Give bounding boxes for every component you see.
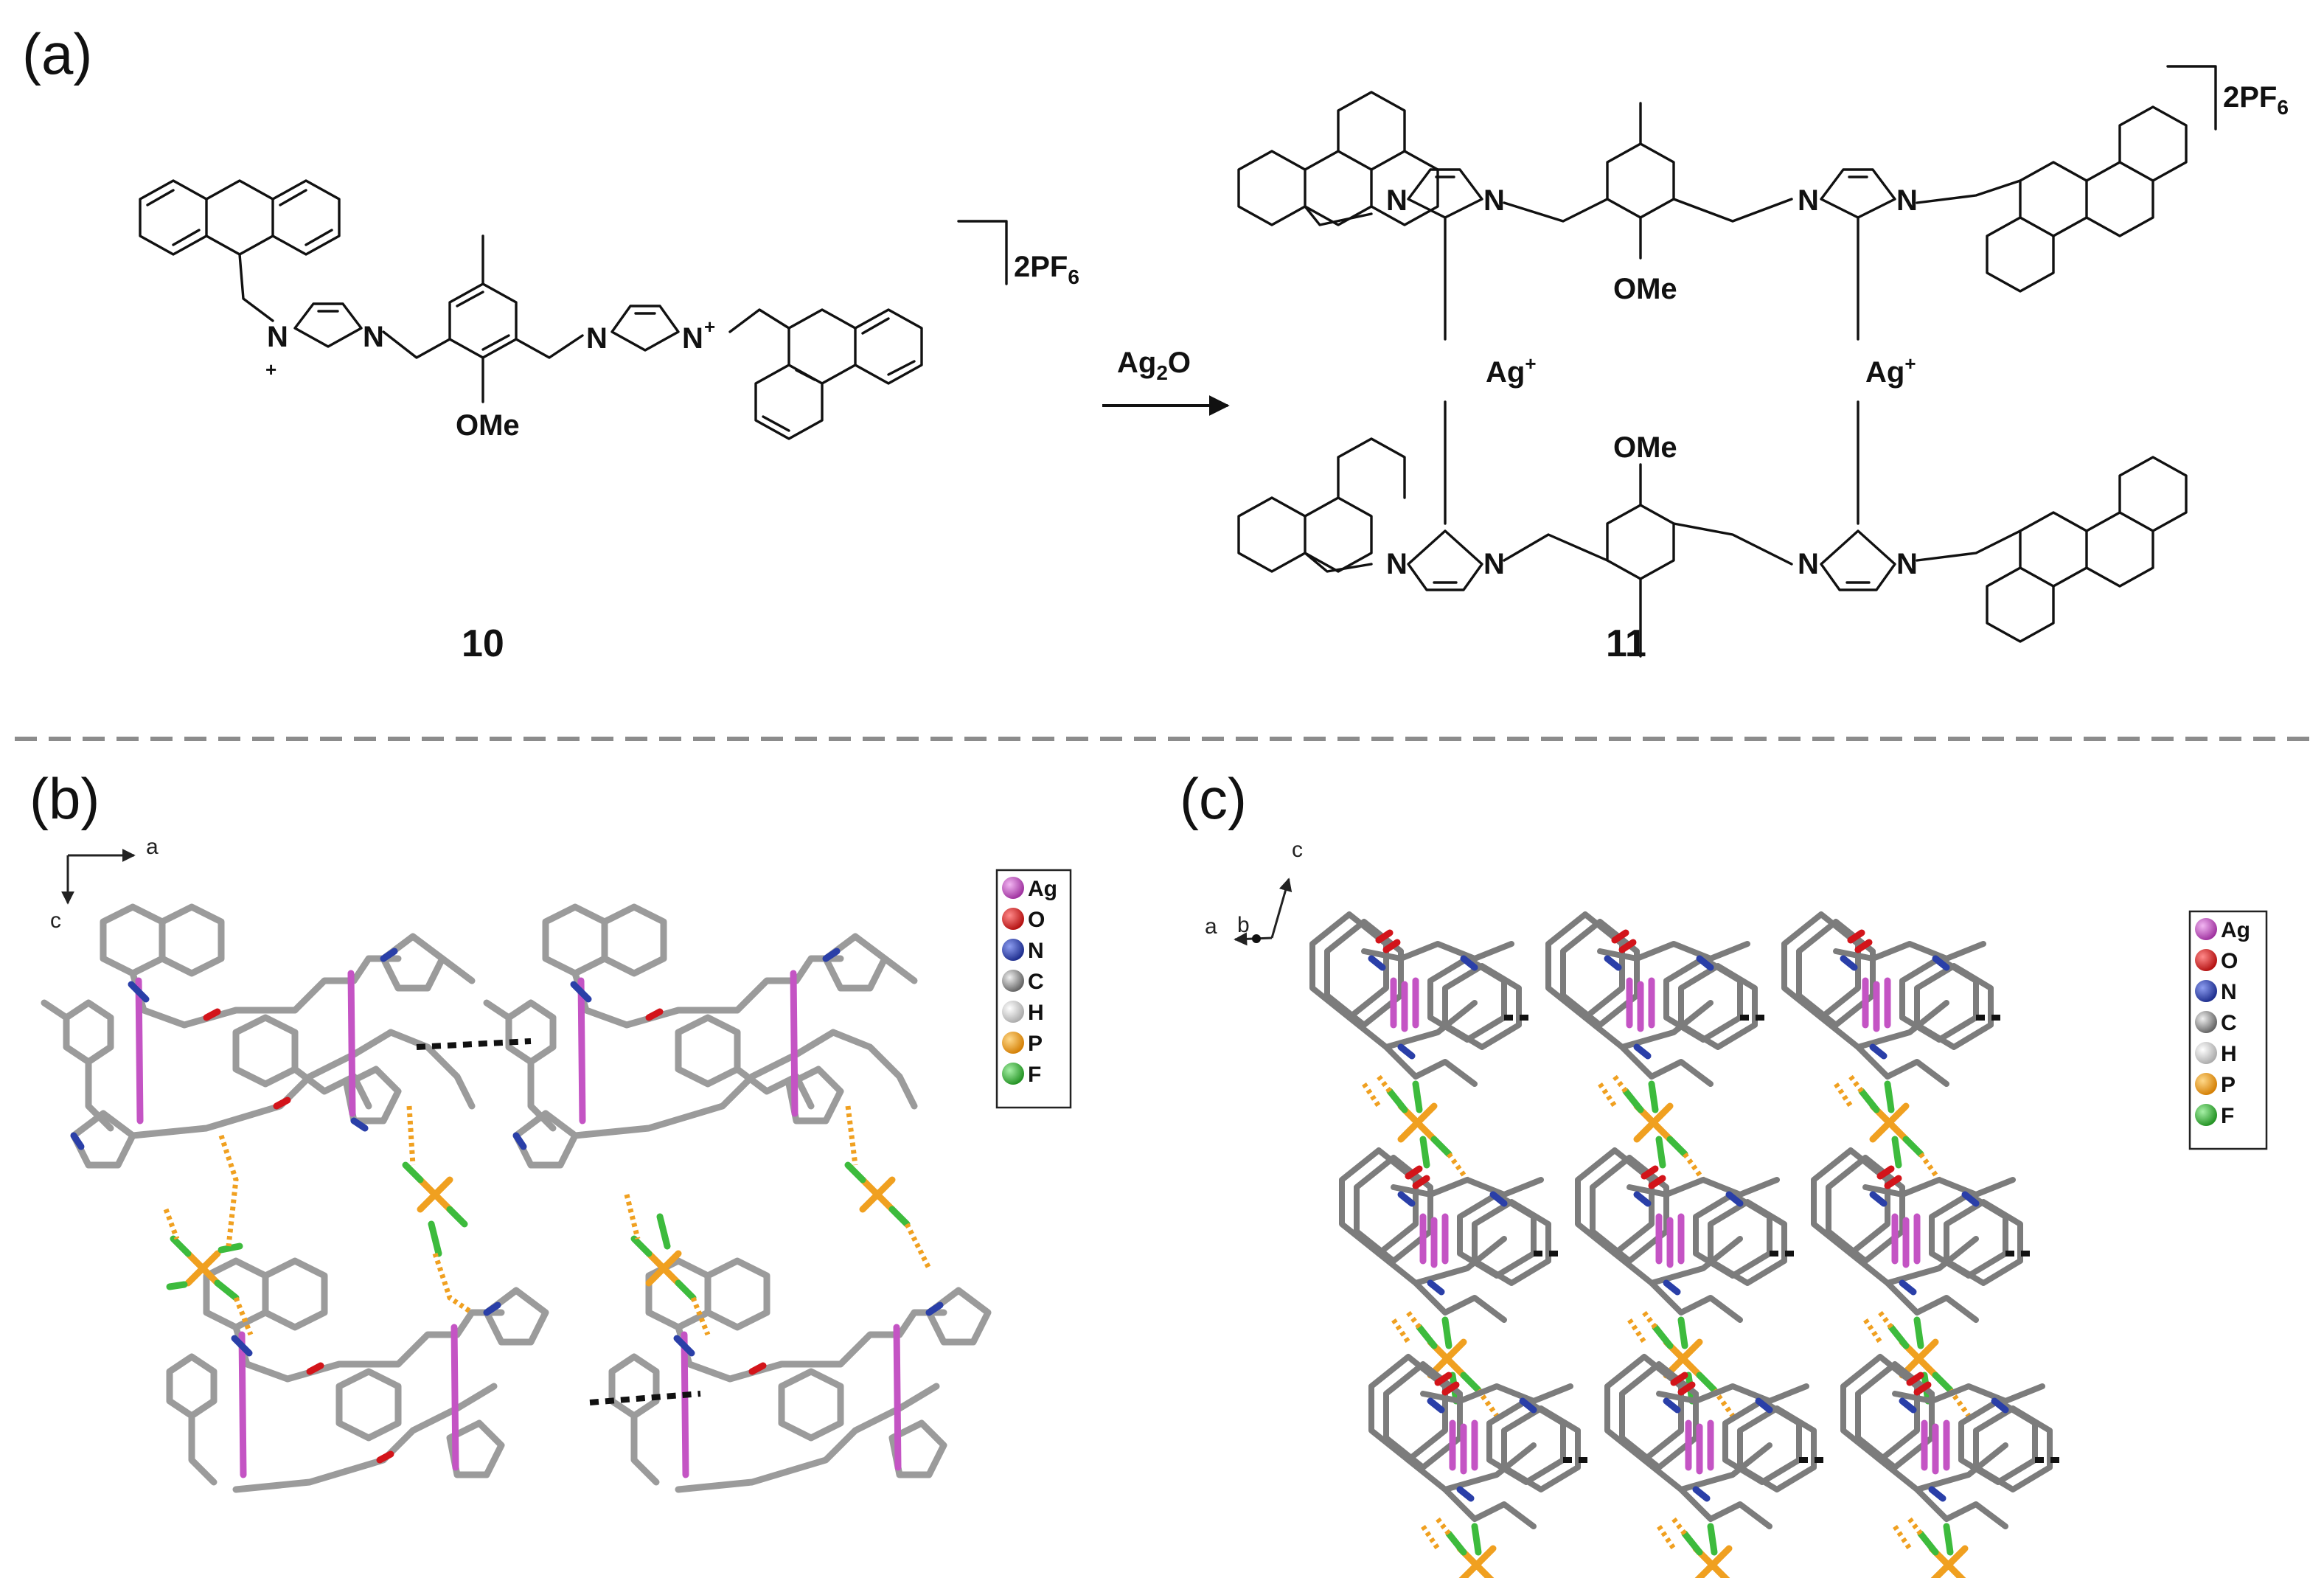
legend-b-h-label: H	[1028, 1001, 1044, 1025]
product-n-1: N	[1386, 184, 1408, 217]
legend-c-c-swatch	[2195, 1011, 2217, 1033]
reactant-n-plus-1: N	[267, 321, 288, 353]
panel-c-legend	[2188, 910, 2268, 1150]
legend-c-h-label: H	[2221, 1042, 2237, 1066]
compound-10-label: 10	[462, 622, 504, 665]
reactant-10-structure	[139, 179, 1008, 440]
legend-c-o-swatch	[2195, 949, 2217, 971]
product-n-2: N	[1483, 184, 1505, 217]
legend-c-ag-swatch	[2195, 918, 2217, 940]
legend-b-o-label: O	[1028, 908, 1045, 932]
reactant-substituent: OMe	[456, 409, 520, 442]
legend-b-n-label: N	[1028, 939, 1044, 963]
legend-c-c-label: C	[2221, 1011, 2237, 1035]
product-counterion: 2PF6	[2223, 81, 2289, 119]
legend-b-c-swatch	[1002, 970, 1024, 992]
product-substituent-bottom: OMe	[1613, 431, 1677, 464]
product-n-7: N	[1798, 548, 1819, 580]
reactant-counterion: 2PF6	[1014, 251, 1079, 288]
panel-b-legend	[995, 869, 1072, 1109]
legend-b-ag-swatch	[1002, 877, 1024, 899]
panel-b-axis-c: c	[50, 908, 61, 933]
legend-c-ag-label: Ag	[2221, 918, 2250, 942]
panel-a-label: (a)	[22, 21, 92, 86]
panel-b-axis-a: a	[146, 835, 159, 859]
legend-c-p-label: P	[2221, 1073, 2236, 1097]
product-metal-right: Ag+	[1865, 352, 1916, 389]
panel-b-label: (b)	[29, 766, 100, 831]
legend-c-p-swatch	[2195, 1073, 2217, 1095]
panel-c-crystal-structure	[1309, 914, 2064, 1578]
reactant-n-2: N	[586, 322, 608, 355]
product-n-8: N	[1896, 548, 1918, 580]
reactant-plus-1: +	[265, 358, 276, 380]
product-n-5: N	[1386, 548, 1408, 580]
legend-c-f-label: F	[2221, 1104, 2234, 1128]
legend-b-f-swatch	[1002, 1063, 1024, 1085]
panel-b-crystal-structure	[41, 903, 992, 1493]
legend-b-o-swatch	[1002, 908, 1024, 930]
product-metal-left: Ag+	[1486, 352, 1537, 389]
panel-b-axes	[61, 849, 136, 905]
product-n-3: N	[1798, 184, 1819, 217]
legend-b-p-swatch	[1002, 1032, 1024, 1054]
panel-c-axis-a: a	[1205, 914, 1217, 939]
legend-b-n-swatch	[1002, 939, 1024, 961]
legend-c-n-swatch	[2195, 980, 2217, 1002]
panel-c-axes	[1234, 877, 1293, 946]
legend-c-f-swatch	[2195, 1104, 2217, 1126]
reactant-n-plus-2: N	[682, 322, 703, 355]
product-n-4: N	[1896, 184, 1918, 217]
reagent-label: Ag2O	[1117, 347, 1191, 384]
product-n-6: N	[1483, 548, 1505, 580]
product-substituent-top: OMe	[1613, 273, 1677, 305]
legend-b-c-label: C	[1028, 970, 1044, 994]
panel-c-axis-b: b	[1237, 913, 1250, 937]
legend-b-p-label: P	[1028, 1032, 1043, 1056]
legend-b-h-swatch	[1002, 1001, 1024, 1023]
panel-c-label: (c)	[1180, 766, 1247, 831]
legend-b-ag-label: Ag	[1028, 877, 1057, 901]
legend-c-o-label: O	[2221, 949, 2238, 973]
reactant-plus-2: +	[704, 316, 715, 338]
panel-c-axis-c: c	[1292, 838, 1303, 862]
legend-b-f-label: F	[1028, 1063, 1041, 1087]
product-11-structure	[1237, 65, 2217, 658]
legend-c-h-swatch	[2195, 1042, 2217, 1064]
compound-11-label: 11	[1606, 622, 1646, 665]
legend-c-n-label: N	[2221, 980, 2237, 1004]
reactant-n-1: N	[363, 321, 384, 353]
